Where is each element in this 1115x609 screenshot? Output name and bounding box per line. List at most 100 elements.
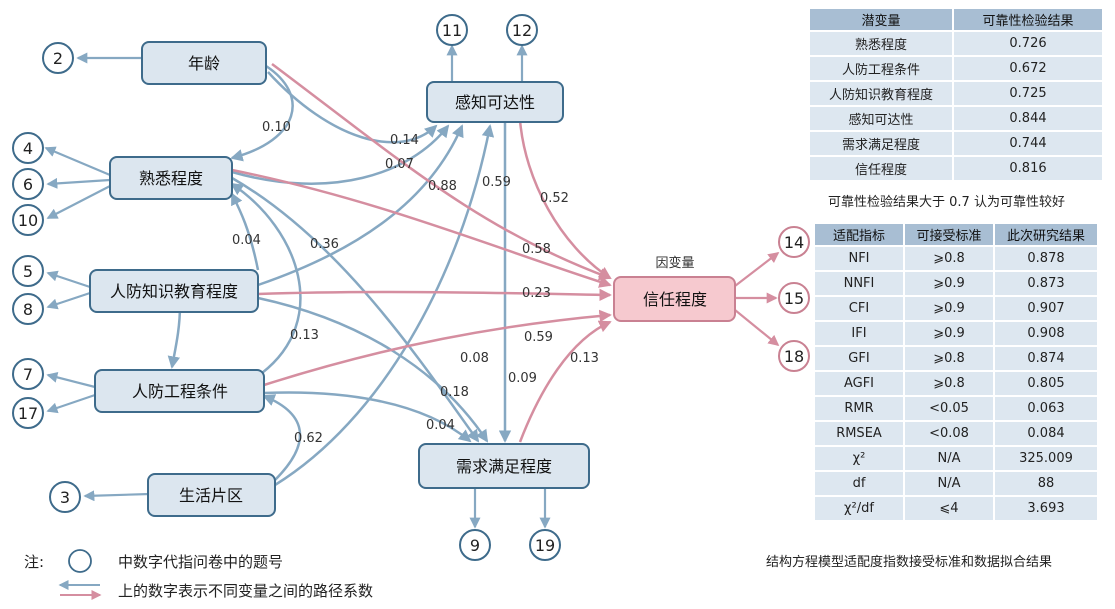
- fit-standard: N/A: [905, 447, 993, 470]
- legend-graphics: [58, 549, 102, 600]
- dependent-variable-label: 因变量: [655, 255, 694, 271]
- node-engineering-box: [94, 369, 265, 413]
- q-number-12: 12: [512, 21, 532, 40]
- coef-know-eng: 0.13: [290, 328, 319, 343]
- path-age-trust: [271, 63, 612, 281]
- fit-result: 0.908: [995, 322, 1097, 345]
- reliability-variable: 熟悉程度: [810, 32, 952, 55]
- node-age-box: [141, 41, 267, 85]
- fit-index: df: [815, 472, 903, 495]
- fit-index: AGFI: [815, 372, 903, 395]
- path-know-trust: [257, 288, 612, 302]
- path-age-fam: [230, 64, 294, 162]
- coef-age-acc: 0.14: [390, 133, 419, 148]
- q-circle-7: [12, 358, 44, 390]
- coef-dem-trust: 0.13: [570, 351, 599, 366]
- path-fam-acc: [231, 124, 450, 185]
- q-circle-3: [49, 481, 81, 513]
- q-number-5: 5: [23, 262, 33, 281]
- q-circle-17: [12, 397, 44, 429]
- node-knowledge-box: [89, 269, 259, 313]
- coef-know-acc: 0.88: [428, 179, 457, 194]
- reliability-variable: 感知可达性: [810, 107, 952, 130]
- node-district-box: [147, 473, 276, 517]
- q-number-18: 18: [784, 347, 804, 366]
- q-number-3: 3: [60, 488, 70, 507]
- q-circle-19: [529, 529, 561, 561]
- fit-index: χ²/df: [815, 497, 903, 520]
- q-number-19: 19: [535, 536, 555, 555]
- arrow-fam-10: [46, 184, 113, 219]
- fit-standard: ⩾0.9: [905, 322, 993, 345]
- node-trust: 信任程度: [643, 290, 707, 309]
- fit-index: IFI: [815, 322, 903, 345]
- coef-fam-dem: 0.08: [460, 351, 489, 366]
- q-circle-4: [12, 132, 44, 164]
- arrow-eng-7: [46, 371, 96, 389]
- node-demand: 需求满足程度: [456, 457, 552, 476]
- q-circle-12: [506, 14, 538, 46]
- q-number-14: 14: [784, 233, 804, 252]
- fit-standard: <0.08: [905, 422, 993, 445]
- variable-nodes: 年龄 熟悉程度 人防知识教育程度 人防工程条件 生活片区 感知可达性 需求满足程…: [89, 41, 736, 517]
- fit-index: GFI: [815, 347, 903, 370]
- arrow-eng-17: [46, 393, 96, 414]
- arrow-trust-14: [734, 251, 780, 287]
- fit-index: RMR: [815, 397, 903, 420]
- fit-caption: 结构方程模型适配度指数接受标准和数据拟合结果: [766, 555, 1053, 570]
- coef-age-fam: 0.10: [262, 120, 291, 135]
- fit-result: 88: [995, 472, 1097, 495]
- reliability-value: 0.844: [954, 107, 1102, 130]
- coef-eng-fam: 0.36: [310, 237, 339, 252]
- fit-result: 0.063: [995, 397, 1097, 420]
- fit-index: χ²: [815, 447, 903, 470]
- node-accessibility-box: [426, 81, 564, 123]
- q-circle-10: [12, 204, 44, 236]
- fit-index: RMSEA: [815, 422, 903, 445]
- fit-index: CFI: [815, 297, 903, 320]
- fit-result: 325.009: [995, 447, 1097, 470]
- coef-eng-dem: 0.04: [426, 418, 455, 433]
- q-number-11: 11: [442, 21, 462, 40]
- q-circle-8: [12, 293, 44, 325]
- pink-paths: [231, 63, 612, 443]
- q-number-7: 7: [23, 365, 33, 384]
- question-circles: 2 4 6 10 5 8 7 17 3 11 12 9 19 14 15 18: [12, 14, 810, 561]
- q-circle-9: [459, 529, 491, 561]
- path-eng-trust: [263, 309, 612, 387]
- fit-standard: N/A: [905, 472, 993, 495]
- reliability-variable: 人防知识教育程度: [810, 82, 952, 105]
- fit-result: 0.873: [995, 272, 1097, 295]
- trust-indicator-arrows: [734, 251, 780, 347]
- node-trust-box: [613, 276, 736, 322]
- path-know-fam: [230, 192, 260, 271]
- fit-standard: ⩽4: [905, 497, 993, 520]
- fit-result: 0.874: [995, 347, 1097, 370]
- path-dist-eng: [262, 394, 302, 481]
- fit-index: NFI: [815, 247, 903, 270]
- q-circle-11: [436, 14, 468, 46]
- legend-arrow-text: 上的数字表示不同变量之间的路径系数: [118, 582, 374, 600]
- reliability-header-row: 潜变量 可靠性检验结果: [810, 9, 1102, 30]
- coef-dist-eng: 0.62: [294, 431, 323, 446]
- path-know-dem: [257, 296, 489, 443]
- q-number-6: 6: [23, 175, 33, 194]
- coef-fam-acc: 0.07: [385, 157, 414, 172]
- q-number-4: 4: [23, 139, 33, 158]
- fit-standard: <0.05: [905, 397, 993, 420]
- arrow-dist-3: [83, 490, 151, 502]
- path-fam-dem: [231, 176, 480, 443]
- fit-standard: ⩾0.8: [905, 247, 993, 270]
- reliability-value: 0.672: [954, 57, 1102, 80]
